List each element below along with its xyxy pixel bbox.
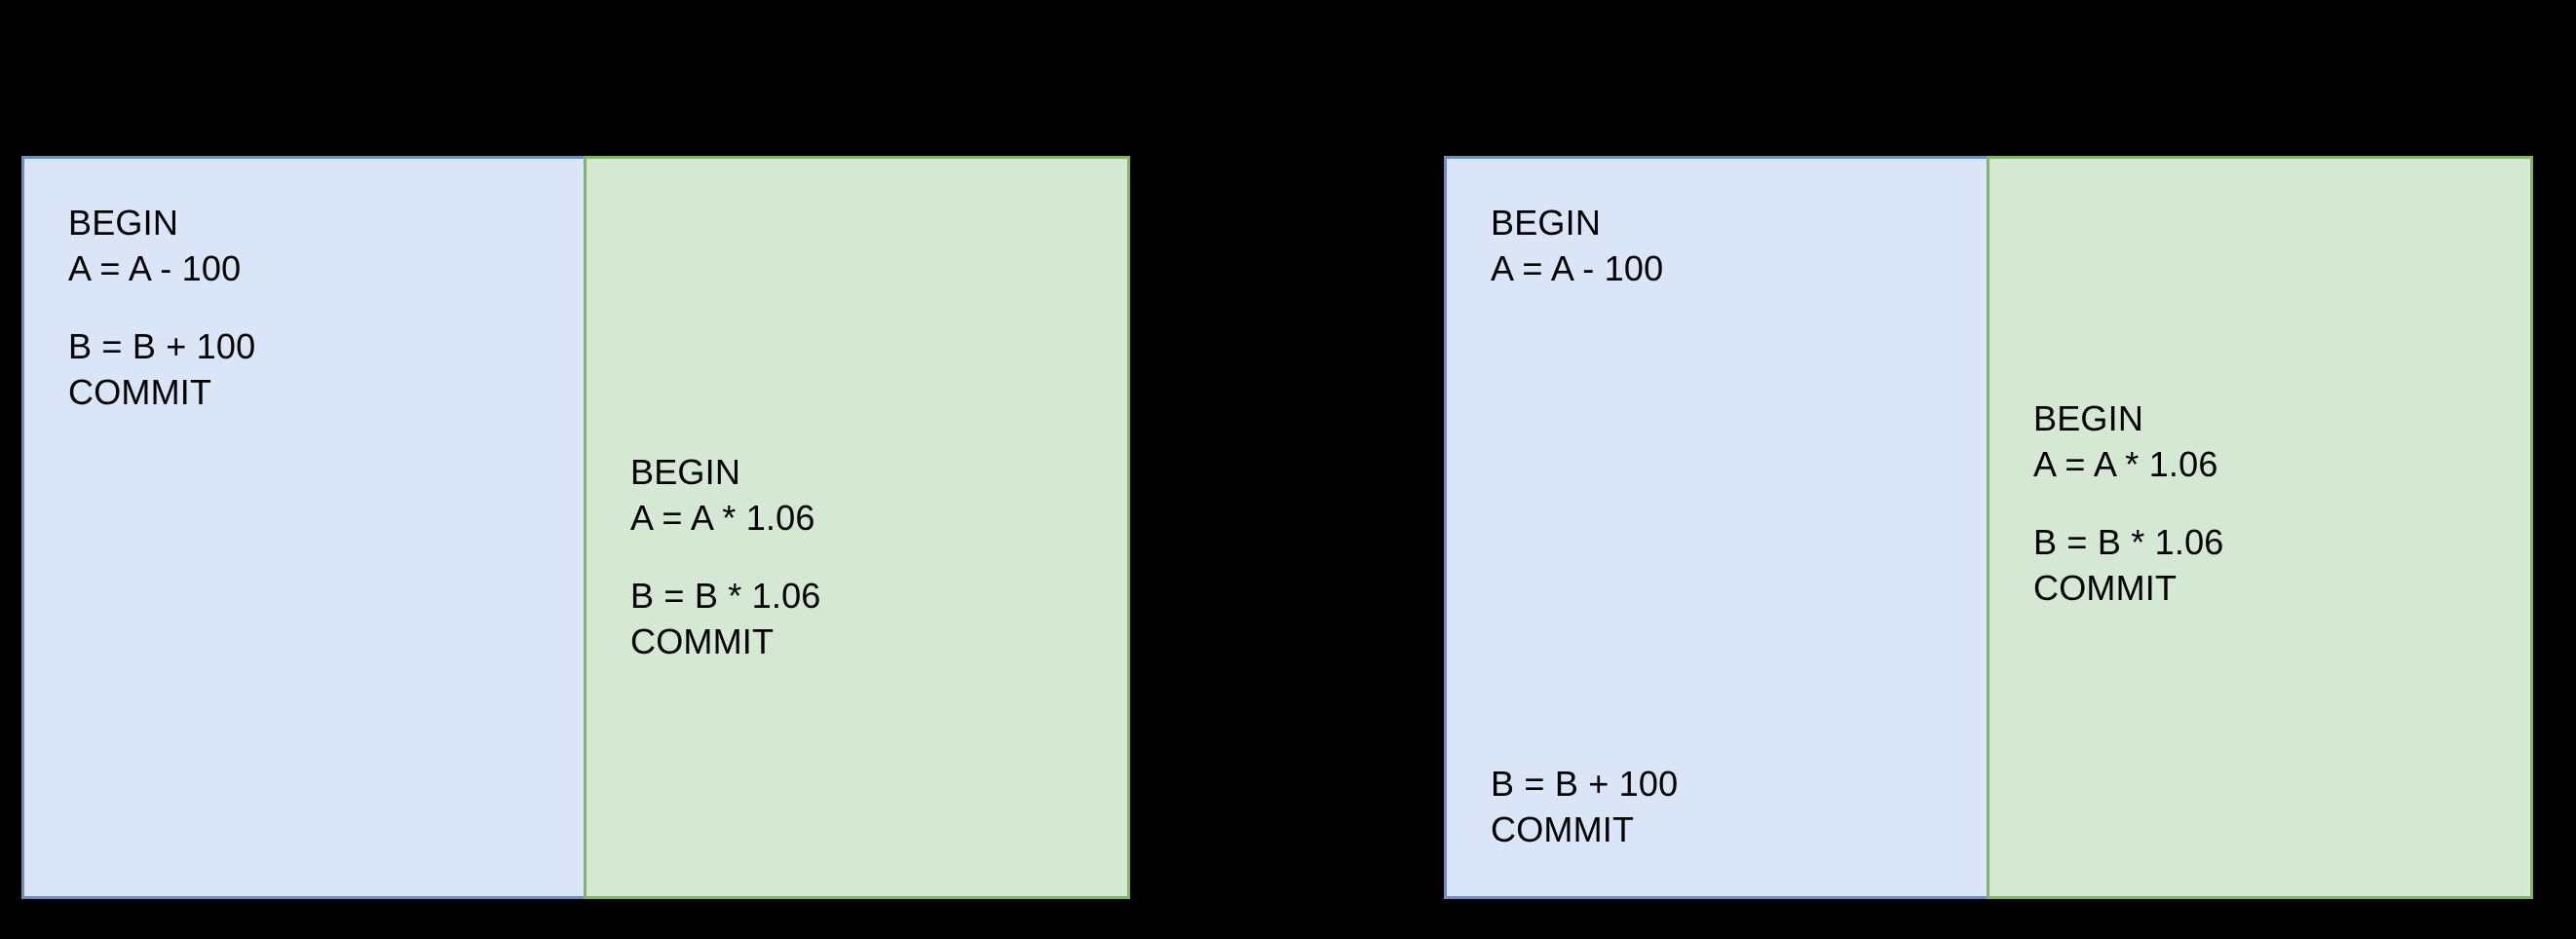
code-line-blank <box>2033 487 2224 519</box>
code-line: COMMIT <box>1491 809 1635 849</box>
code-line: BEGIN <box>630 452 741 492</box>
code-line: A = A - 100 <box>68 248 242 288</box>
code-line: COMMIT <box>2033 568 2178 608</box>
code-line-blank <box>68 291 255 323</box>
code-line: BEGIN <box>68 203 179 243</box>
code-line: A = A - 100 <box>1491 248 1664 288</box>
code-line: A = A * 1.06 <box>630 498 815 538</box>
code-line: B = B + 100 <box>68 326 256 366</box>
code-line: COMMIT <box>68 372 212 412</box>
code-line: COMMIT <box>630 621 775 661</box>
code-line: B = B * 1.06 <box>630 576 821 616</box>
code-line: A = A * 1.06 <box>2033 444 2218 484</box>
transaction-code-t1-interleaved-part1: BEGIN A = A - 100 <box>1491 200 1663 291</box>
code-line-blank <box>630 541 821 573</box>
code-line: B = B * 1.06 <box>2033 522 2224 562</box>
code-line: B = B + 100 <box>1491 764 1679 804</box>
code-line: BEGIN <box>1491 203 1602 243</box>
code-line: BEGIN <box>2033 398 2144 438</box>
